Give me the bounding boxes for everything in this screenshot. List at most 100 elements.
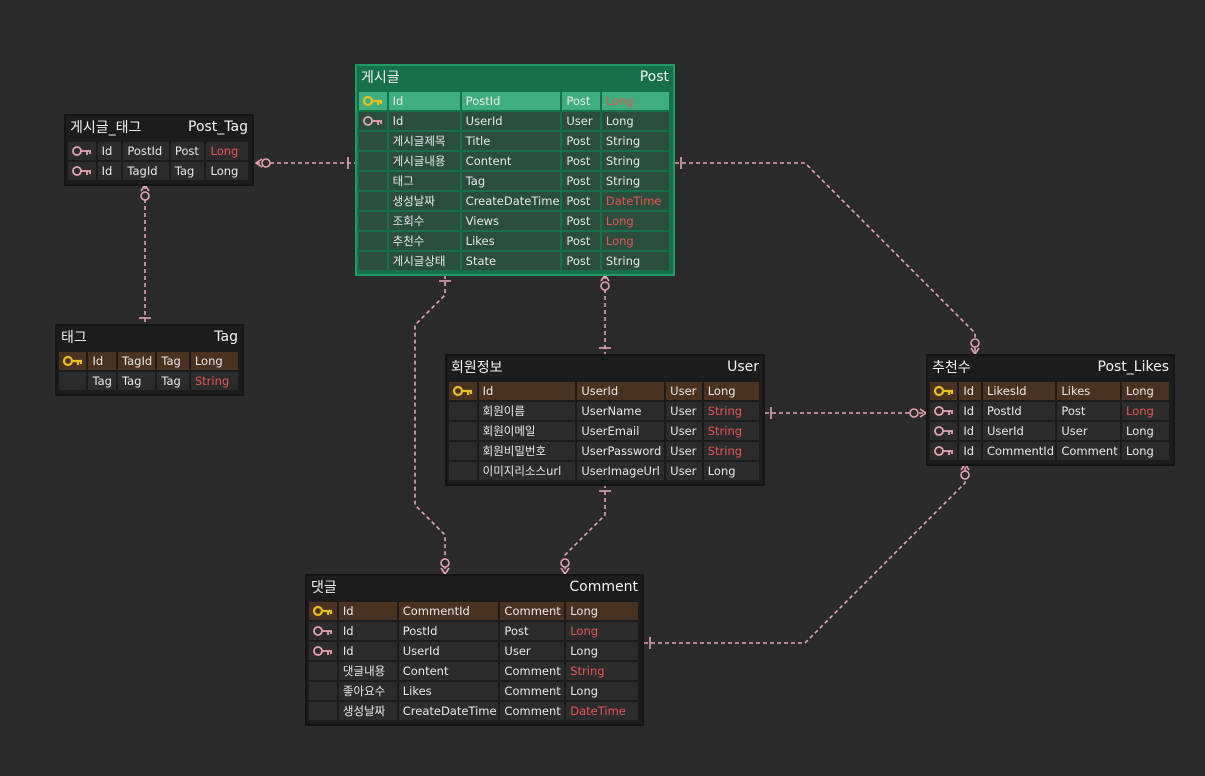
column-type-cell: String [601, 172, 671, 192]
column-name-cell: Id [388, 112, 462, 132]
column-field-cell: UserId [398, 642, 501, 662]
column-table-cell: User [666, 382, 704, 402]
column-field-cell: TagId [118, 352, 158, 372]
column-type-cell: Long [1122, 422, 1171, 442]
column-table-cell: Tag [157, 372, 191, 392]
column-type-cell: String [703, 402, 761, 422]
column-name-cell: 게시글상태 [388, 252, 462, 272]
column-name-cell: 태그 [388, 172, 462, 192]
key-cell-empty [59, 372, 89, 392]
key-cell-empty [449, 442, 479, 462]
primary-key-icon [309, 602, 339, 622]
column-table-cell: Post [562, 152, 602, 172]
table-title-english: Post_Tag [188, 118, 248, 135]
column-name-cell: Id [959, 422, 983, 442]
column-name-cell: Id [959, 382, 983, 402]
column-type-cell: String [703, 422, 761, 442]
line-post-to-comment [414, 275, 446, 574]
column-field-cell: UserImageUrl [577, 462, 667, 482]
column-type-cell: Long [703, 382, 761, 402]
table-header[interactable]: 게시글_태그 Post_Tag [66, 116, 252, 137]
column-type-cell: Long [566, 682, 640, 702]
column-field-cell: Likes [398, 682, 501, 702]
column-field-cell: State [461, 252, 563, 272]
column-type-cell: Long [566, 622, 640, 642]
column-table-cell: User [562, 112, 602, 132]
table-title-korean: 게시글_태그 [70, 119, 142, 136]
table-title-korean: 회원정보 [451, 359, 503, 376]
relationship-optional-circle [140, 191, 150, 201]
column-table-cell: Comment [500, 682, 567, 702]
column-type-cell: String [703, 442, 761, 462]
table-title-english: Comment [569, 578, 638, 595]
column-field-cell: UserName [577, 402, 667, 422]
foreign-key-icon [68, 142, 98, 162]
column-name-cell: 이미지리소스url [478, 462, 578, 482]
foreign-key-icon [930, 442, 960, 462]
column-name-cell: Id [959, 442, 983, 462]
key-cell-empty [449, 402, 479, 422]
table-title-english: Tag [214, 328, 238, 345]
column-table-cell: Post [500, 622, 567, 642]
column-type-cell: String [601, 132, 671, 152]
column-table-cell: Post [562, 92, 602, 112]
column-table-cell: User [666, 422, 704, 442]
column-table-cell: Likes [1057, 382, 1122, 402]
column-field-cell: Title [461, 132, 563, 152]
column-type-cell: String [190, 372, 241, 392]
column-name-cell: 회원이메일 [478, 422, 578, 442]
foreign-key-icon [930, 402, 960, 422]
column-field-cell: PostId [123, 142, 171, 162]
line-comment-to-post-likes [644, 464, 966, 644]
column-field-cell: PostId [461, 92, 563, 112]
column-name-cell: Tag [88, 372, 119, 392]
column-table-cell: Post [1057, 402, 1122, 422]
column-field-cell: UserId [461, 112, 563, 132]
column-table-cell: User [666, 442, 704, 462]
column-table-cell: Post [562, 212, 602, 232]
